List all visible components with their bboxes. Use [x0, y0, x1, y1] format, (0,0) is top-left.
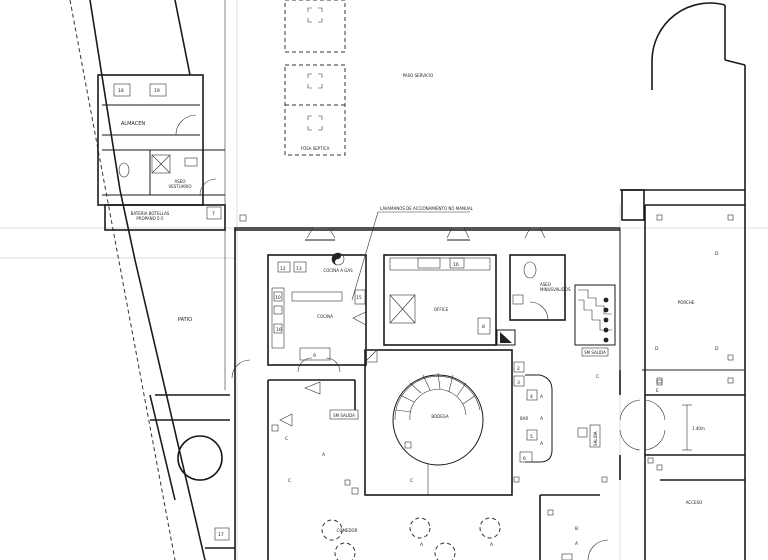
svg-text:12: 12	[280, 266, 286, 272]
equipment-19	[149, 83, 167, 97]
svg-text:A: A	[575, 541, 579, 547]
lower-left: 17	[177, 435, 235, 549]
exit-sign-comedor: SM SALIDA	[333, 413, 355, 418]
svg-text:17: 17	[218, 532, 224, 538]
shower-tray	[151, 154, 171, 174]
svg-text:13: 13	[296, 266, 302, 272]
acceso: 1.40m ACCESO E	[619, 379, 705, 505]
office: 16 OFFICE 8	[383, 227, 516, 346]
kitchen: 12 13 COCINA A GAS 10 16 COCINA 15 9	[267, 227, 367, 366]
room-bar: BAR	[520, 416, 528, 421]
svg-text:7: 7	[212, 211, 215, 217]
svg-text:8: 8	[482, 324, 485, 330]
svg-text:18: 18	[118, 88, 124, 94]
symbol-d: D	[715, 251, 719, 257]
porche: PORCHE D D D	[655, 214, 734, 384]
svg-text:C: C	[596, 374, 599, 380]
main-building-walls	[234, 189, 745, 560]
svg-text:A: A	[490, 542, 494, 548]
svg-text:D: D	[715, 346, 719, 352]
sink-icon	[184, 157, 198, 167]
stairs-right: SM SALIDA	[574, 284, 616, 357]
equipment-12	[277, 261, 291, 273]
equipment-16	[449, 257, 465, 269]
equipment-9	[299, 347, 331, 361]
equipment-10	[273, 291, 283, 302]
svg-text:16: 16	[276, 327, 282, 333]
svg-text:19: 19	[154, 88, 160, 94]
svg-text:A: A	[540, 394, 544, 400]
exit-sign-bar: SALIDA	[593, 431, 598, 446]
bar: 2 3 4 5 6 BAR A A A SALIDA C	[513, 361, 601, 463]
room-comedor: COMEDOR	[337, 528, 358, 533]
equipment-8	[477, 317, 491, 335]
svg-text:15: 15	[356, 295, 362, 301]
toilet-icon	[118, 162, 130, 178]
equipment-15	[354, 289, 366, 305]
lavamanos-label: LAVAMANOS DE ACCIONAMIENTO NO MANUAL	[380, 206, 474, 211]
room-cocina: COCINA	[317, 314, 333, 319]
equipment-13	[293, 261, 307, 273]
room-paso-servicio: PASO SERVICIO	[403, 73, 434, 78]
svg-text:E: E	[656, 388, 659, 394]
door-swing	[175, 114, 197, 136]
room-porche: PORCHE	[678, 300, 695, 305]
bodega: BODEGA C	[351, 349, 513, 496]
equipment-2	[513, 361, 525, 373]
svg-text:9: 9	[313, 353, 316, 359]
top-right-arc	[651, 2, 746, 560]
svg-text:10: 10	[275, 295, 281, 301]
svg-text:C: C	[288, 478, 291, 484]
exit-sign-stairs: SM SALIDA	[584, 350, 606, 355]
sink-icon	[512, 294, 524, 305]
svg-text:A: A	[540, 441, 544, 447]
room-patio: PATIO	[178, 317, 192, 323]
room-acceso: ACCESO	[686, 500, 702, 505]
equipment-7	[206, 206, 222, 220]
room-bodega: BODEGA	[431, 414, 449, 419]
svg-text:A: A	[322, 452, 326, 458]
equipment-3	[513, 375, 525, 387]
dimension-label: 1.40m	[692, 426, 705, 431]
markers	[239, 214, 654, 486]
fosa-septica: FOSA SEPTICA	[284, 0, 346, 156]
lavamanos-note: LAVAMANOS DE ACCIONAMIENTO NO MANUAL	[351, 206, 474, 301]
room-almacen: ALMACEN	[121, 121, 146, 127]
toilet-icon	[523, 261, 537, 279]
room-cocina-gas: COCINA A GAS	[323, 268, 353, 273]
svg-text:D: D	[655, 346, 659, 352]
svg-text:4: 4	[530, 394, 533, 400]
equipment-17	[214, 527, 230, 541]
svg-text:A: A	[540, 416, 544, 422]
equipment-18	[113, 83, 131, 97]
svg-text:C: C	[410, 478, 413, 484]
lower-right-block: B A	[513, 476, 609, 560]
svg-text:6: 6	[523, 456, 526, 462]
svg-text:B: B	[575, 526, 578, 532]
svg-text:C: C	[285, 436, 288, 442]
svg-text:5: 5	[530, 434, 533, 440]
comedor: SM SALIDA C A C COMEDOR A A	[231, 357, 501, 560]
svg-text:2: 2	[517, 366, 520, 372]
svg-text:A: A	[420, 542, 424, 548]
room-fosa-septica: FOSA SEPTICA	[301, 146, 330, 151]
room-office: OFFICE	[434, 307, 449, 312]
svg-text:16: 16	[453, 262, 459, 268]
svg-text:3: 3	[517, 380, 520, 386]
